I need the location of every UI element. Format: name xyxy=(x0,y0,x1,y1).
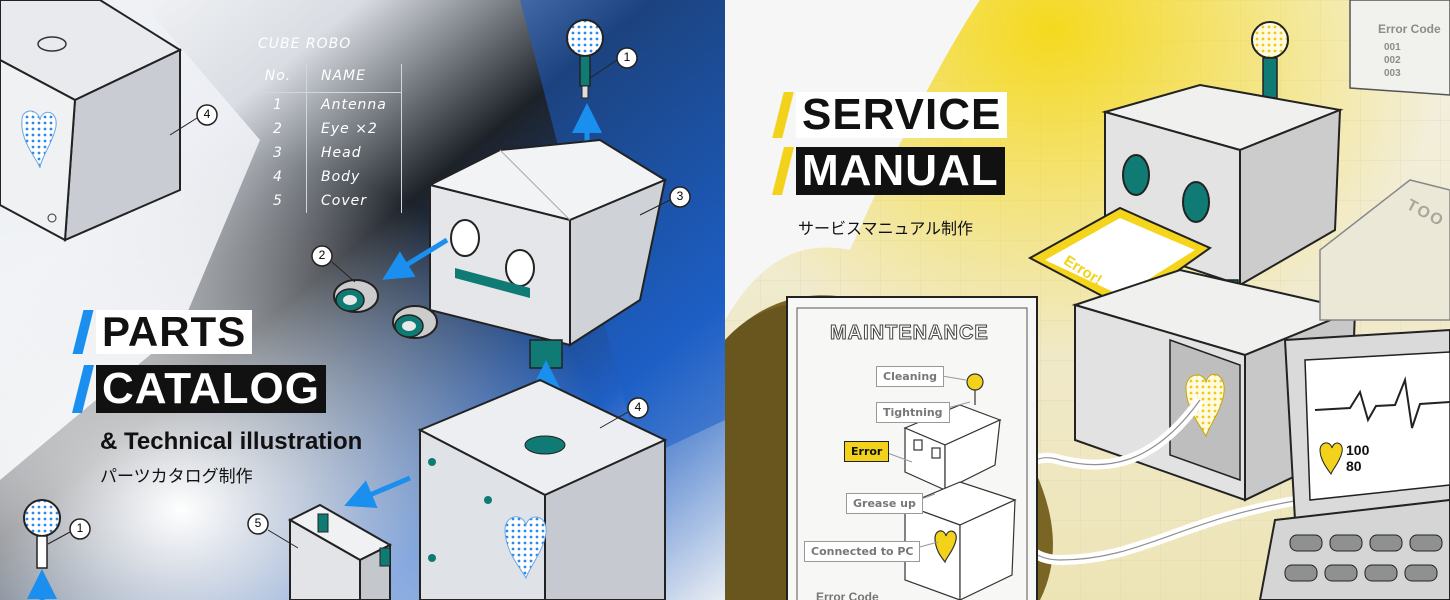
callout-cleaning: Cleaning xyxy=(876,366,945,387)
part-name: Antenna xyxy=(306,92,402,117)
callout-number: 3 xyxy=(676,189,684,203)
part-no: 1 xyxy=(258,92,307,117)
title-service: SERVICE xyxy=(796,92,1008,138)
subtitle-jp-service: サービスマニュアル制作 xyxy=(798,219,974,238)
callout-number: 4 xyxy=(634,400,642,414)
part-name: Eye ×2 xyxy=(306,117,402,141)
title-manual-line: MANUAL xyxy=(772,147,1005,195)
error-code-sheet-title: Error Code xyxy=(1378,22,1441,36)
subtitle-jp-parts: パーツカタログ制作 xyxy=(100,467,253,487)
part-no: 3 xyxy=(258,141,307,165)
callout-number: 4 xyxy=(203,107,211,121)
callout-grease: Grease up xyxy=(846,493,923,514)
monitor-value-1: 100 xyxy=(1346,442,1370,458)
callout-tightning: Tightning xyxy=(876,402,950,423)
part-no: 2 xyxy=(258,117,307,141)
column-header-name: NAME xyxy=(306,64,402,93)
title-parts: PARTS xyxy=(96,310,253,354)
part-no: 4 xyxy=(258,165,307,189)
maintenance-title: MAINTENANCE xyxy=(830,322,989,345)
title-manual: MANUAL xyxy=(796,147,1005,195)
monitor-value-2: 80 xyxy=(1346,458,1362,474)
callout-connected: Connected to PC xyxy=(804,541,921,562)
callout-number: 1 xyxy=(623,50,631,64)
part-name: Cover xyxy=(306,189,402,213)
column-header-no: No. xyxy=(258,64,307,93)
error-code-item: 002 xyxy=(1384,55,1401,66)
callout-number: 2 xyxy=(318,248,326,262)
parts-table-title: CUBE ROBO xyxy=(258,36,352,52)
title-catalog-line: CATALOG xyxy=(72,365,326,413)
callout-error: Error xyxy=(844,441,890,462)
part-name: Head xyxy=(306,141,402,165)
part-no: 5 xyxy=(258,189,307,213)
title-catalog: CATALOG xyxy=(96,365,326,413)
callout-number: 5 xyxy=(254,516,262,530)
title-service-line: SERVICE xyxy=(772,92,1008,138)
title-parts-line: PARTS xyxy=(72,310,253,354)
error-code-item: 001 xyxy=(1384,42,1401,53)
error-code-item: 003 xyxy=(1384,68,1401,79)
error-code-list: 001 002 003 xyxy=(1384,41,1401,80)
part-name: Body xyxy=(306,165,402,189)
monitor-readout: 100 80 xyxy=(1346,442,1369,474)
maintenance-error-code: Error Code xyxy=(816,590,879,600)
callout-number: 1 xyxy=(76,521,84,535)
subtitle-technical: & Technical illustration xyxy=(100,428,363,455)
